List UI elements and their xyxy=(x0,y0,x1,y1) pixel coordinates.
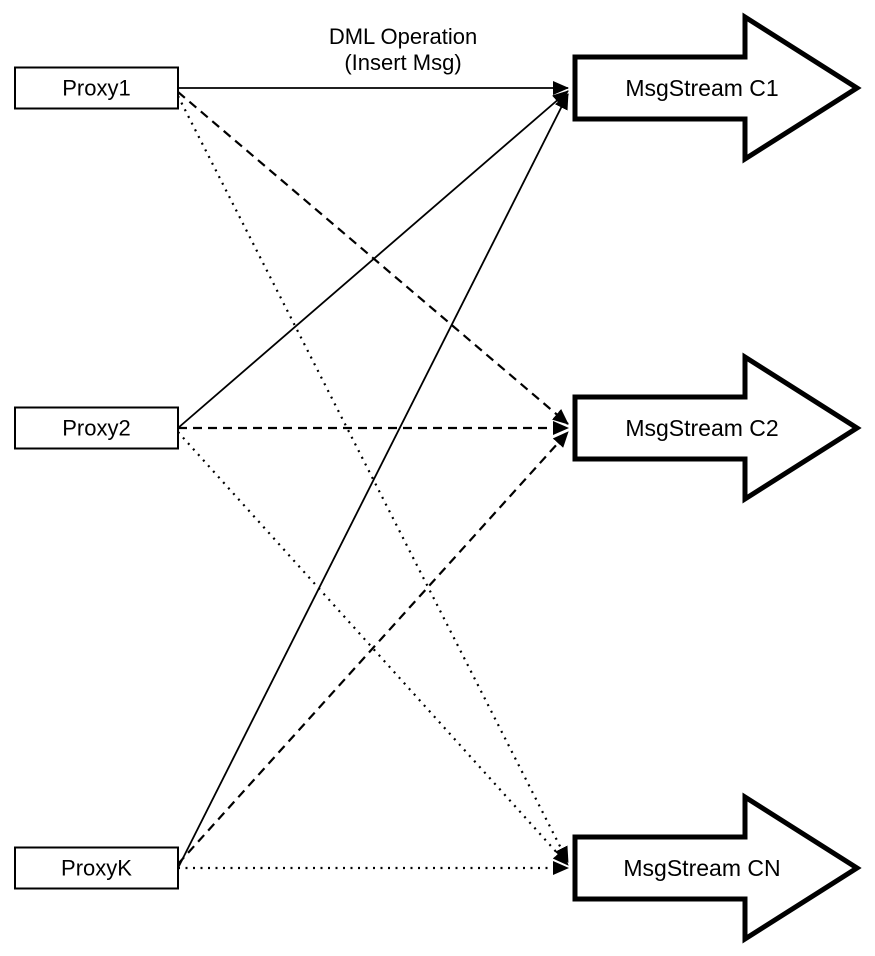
proxyk-box xyxy=(14,846,179,890)
msgstream-c2-arrow: MsgStream C2 xyxy=(572,352,862,504)
msgstream-c1-arrow: MsgStream C1 xyxy=(572,12,862,164)
connector-proxy1-to-c2 xyxy=(177,91,569,425)
proxyk-node: ProxyK xyxy=(14,846,179,890)
connectors-solid-to-c1 xyxy=(177,81,569,869)
connectors-dashed-to-c2 xyxy=(177,91,569,865)
msgstream-cn-label: MsgStream CN xyxy=(623,855,780,881)
msgstream-c1-shape xyxy=(572,12,862,164)
title-line1: DML Operation xyxy=(329,24,477,49)
connector-proxy1-to-cn xyxy=(177,95,569,863)
msgstream-c2-label: MsgStream C2 xyxy=(625,415,778,441)
title-line2: (Insert Msg) xyxy=(344,50,461,75)
diagram-title: DML Operation (Insert Msg) xyxy=(329,24,477,75)
msgstream-c1-label: MsgStream C1 xyxy=(625,75,778,101)
connector-proxyk-to-c2 xyxy=(177,431,569,865)
proxy2-label: Proxy2 xyxy=(62,416,130,441)
connector-proxyk-to-c1 xyxy=(177,93,569,869)
proxy1-node: Proxy1 xyxy=(14,66,179,110)
proxy1-label: Proxy1 xyxy=(62,76,130,101)
msgstream-c2-shape xyxy=(572,352,862,504)
proxy2-node: Proxy2 xyxy=(14,406,179,450)
proxyk-label: ProxyK xyxy=(61,856,132,881)
proxy2-box xyxy=(14,406,179,450)
msgstream-cn-arrow: MsgStream CN xyxy=(572,792,862,944)
msgstream-cn-shape xyxy=(572,792,862,944)
proxy1-box xyxy=(14,66,179,110)
connectors-dotted-to-cn xyxy=(177,95,569,875)
connector-proxy2-to-c1 xyxy=(177,90,569,429)
